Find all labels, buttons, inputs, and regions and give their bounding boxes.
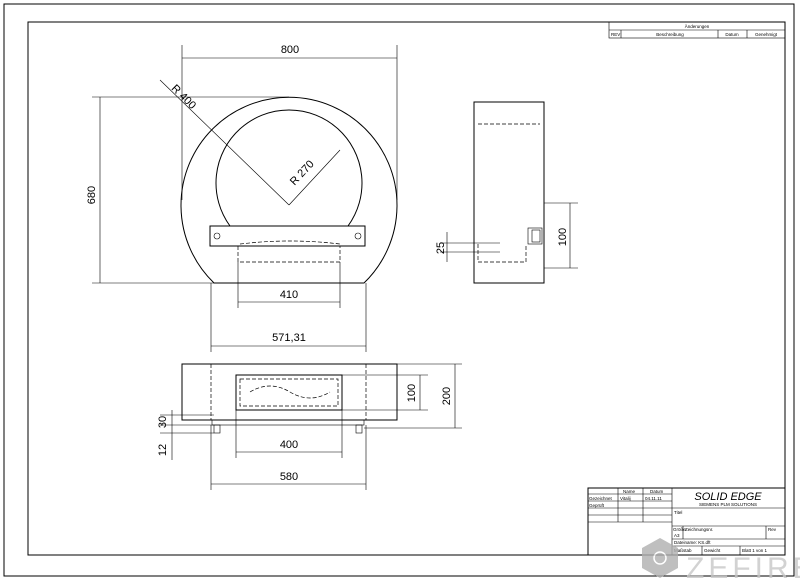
watermark-logo-icon xyxy=(642,538,678,578)
drawing-frame xyxy=(27,21,786,556)
rev-header: REV xyxy=(611,32,620,37)
sheet-border xyxy=(3,3,795,577)
dim-r270: R 270 xyxy=(288,158,317,188)
dim-top-400: 400 xyxy=(280,439,298,451)
title-label: Titel xyxy=(674,510,682,515)
dim-800: 800 xyxy=(281,44,299,56)
top-view: 100 200 30 12 400 580 xyxy=(157,363,462,490)
dim-571: 571,31 xyxy=(272,332,306,344)
scale-label: Maßstab xyxy=(674,548,692,553)
dim-side-25: 25 xyxy=(435,242,447,254)
front-view: 800 R 400 R 270 680 410 571,31 xyxy=(86,44,398,352)
dim-410: 410 xyxy=(280,289,298,301)
size-label: Größe xyxy=(673,527,686,532)
size-value: A3 xyxy=(674,533,680,538)
title-block: Name Datum Gezeichnet Vitalij 04.11.11 G… xyxy=(587,487,786,556)
side-view: 100 25 xyxy=(435,101,578,284)
revision-table: Änderungen REV Beschreibung Datum Genehm… xyxy=(608,21,786,39)
dim-top-100: 100 xyxy=(406,384,418,402)
dim-top-30: 30 xyxy=(157,416,169,428)
description-header: Beschreibung xyxy=(656,32,684,37)
approved-header: Genehmigt xyxy=(755,32,778,37)
sheet-label: Blatt 1 von 1 xyxy=(742,548,768,553)
dim-top-580: 580 xyxy=(280,471,298,483)
revision-title: Änderungen xyxy=(685,23,710,29)
inner-opening xyxy=(215,109,363,227)
logo-subtitle: SIEMENS PLM SOLUTIONS xyxy=(699,502,757,507)
dim-top-200: 200 xyxy=(441,387,453,405)
watermark-text: ZEFIRE xyxy=(686,552,800,585)
rev-label: Rev xyxy=(768,527,777,532)
drawn-name: Vitalij xyxy=(620,496,631,501)
name-col-header: Name xyxy=(623,489,636,494)
weight-label: Gewicht xyxy=(704,548,721,553)
dim-680: 680 xyxy=(86,186,98,204)
zefire-watermark: ZEFIRE xyxy=(642,538,800,585)
drawn-date: 04.11.11 xyxy=(645,496,662,501)
drawing-number-label: Zeichnungsnr. xyxy=(685,527,713,532)
date-col-header: Datum xyxy=(650,489,664,494)
date-header: Datum xyxy=(725,32,739,37)
burner-bar xyxy=(209,225,366,247)
dim-side-100: 100 xyxy=(557,228,569,246)
drawn-label: Gezeichnet xyxy=(589,496,613,501)
checked-label: Geprüft xyxy=(589,503,605,508)
dim-top-12: 12 xyxy=(157,444,169,456)
solid-edge-logo: SOLID EDGE xyxy=(694,491,762,503)
outer-ring xyxy=(180,96,398,284)
filename: Dateiname: KS.dft xyxy=(674,540,711,545)
